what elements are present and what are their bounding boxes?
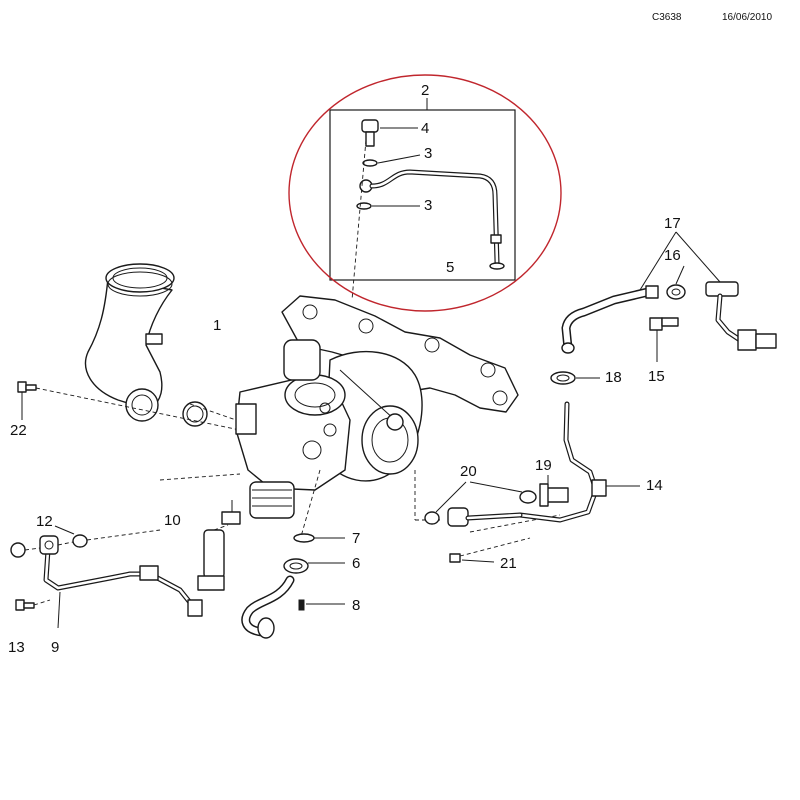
callout-15: 15 — [648, 368, 665, 385]
vacuum-valve — [639, 231, 777, 351]
lower-washer — [356, 202, 372, 210]
callout-2: 2 — [421, 82, 429, 99]
stud-bolt — [17, 381, 241, 431]
callout-8: 8 — [352, 597, 360, 614]
callout-12: 12 — [36, 513, 53, 530]
intake-elbow — [84, 263, 175, 422]
callout-21: 21 — [500, 555, 517, 572]
bolt-left — [15, 599, 51, 611]
turbocharger — [235, 295, 519, 519]
callout-20: 20 — [460, 463, 477, 480]
clip-16 — [666, 265, 686, 300]
bolt-21 — [449, 537, 531, 563]
pipe-union-lower — [424, 481, 523, 527]
upper-washer — [362, 159, 378, 167]
seal-washer — [469, 481, 537, 504]
coolant-sensor — [197, 500, 241, 591]
callout-17: 17 — [664, 215, 681, 232]
oil-return-pipe — [517, 401, 640, 523]
highlight-circle — [288, 74, 562, 312]
diagram-date: 16/06/2010 — [722, 12, 772, 23]
clip-15 — [649, 317, 679, 362]
inset-frame — [329, 109, 516, 281]
water-return-pipe — [39, 535, 203, 629]
callout-6: 6 — [352, 555, 360, 572]
callout-5: 5 — [446, 259, 454, 276]
banjo-bolt — [361, 119, 418, 147]
callout-7: 7 — [352, 530, 360, 547]
oil-feed-pipe — [369, 169, 500, 265]
callout-10: 10 — [164, 512, 181, 529]
callout-3-lower: 3 — [424, 197, 432, 214]
union-fitting — [539, 475, 569, 507]
oil-feed-pipe-inset — [329, 98, 516, 301]
callout-4: 4 — [421, 120, 429, 137]
callout-19: 19 — [535, 457, 552, 474]
callout-14: 14 — [646, 477, 663, 494]
hose-clip — [550, 371, 600, 385]
callout-18: 18 — [605, 369, 622, 386]
callout-9: 9 — [51, 639, 59, 656]
screw — [298, 599, 345, 611]
callout-22: 22 — [10, 422, 27, 439]
callout-3-upper: 3 — [424, 145, 432, 162]
vacuum-hose — [561, 285, 659, 354]
oil-drain-elbow — [241, 575, 295, 639]
seal-ring — [293, 533, 345, 543]
union-seal — [10, 525, 161, 558]
reference-code: C3638 — [652, 12, 682, 23]
callout-1: 1 — [213, 317, 221, 334]
callout-13: 13 — [8, 639, 25, 656]
callout-16: 16 — [664, 247, 681, 264]
gasket — [283, 558, 345, 574]
